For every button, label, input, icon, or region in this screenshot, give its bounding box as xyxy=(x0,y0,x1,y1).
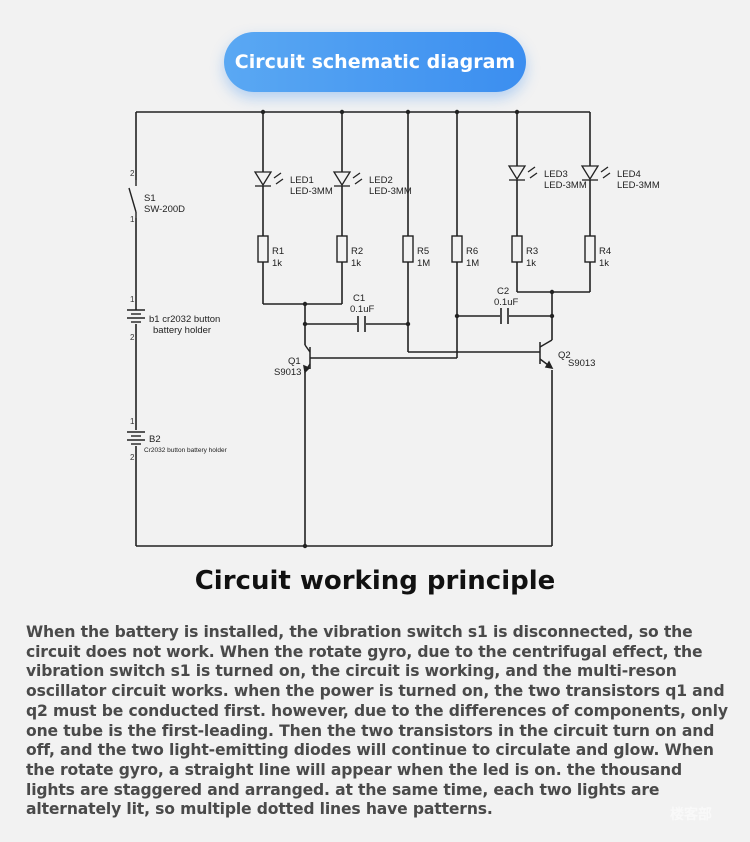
battery-b1-symbol xyxy=(127,309,145,323)
r5-value: 1M xyxy=(417,258,430,269)
transistor-q2-symbol xyxy=(539,339,554,369)
r6-symbol xyxy=(451,235,463,263)
switch-s1-symbol xyxy=(128,180,137,218)
s1-ref: S1 xyxy=(144,193,156,204)
led3-symbol xyxy=(507,165,538,181)
led2-ref: LED2 xyxy=(369,175,393,186)
c2-ref: C2 xyxy=(497,286,509,297)
led4-part: LED-3MM xyxy=(617,180,660,191)
r3-symbol xyxy=(511,235,523,263)
s1-pin-bottom: 1 xyxy=(130,215,135,224)
led1-ref: LED1 xyxy=(290,175,314,186)
r2-symbol xyxy=(336,235,348,263)
header-title: Circuit schematic diagram xyxy=(234,51,516,73)
b2-pin-top: 1 xyxy=(130,417,135,426)
b1-pin-top: 1 xyxy=(130,295,135,304)
c2-value: 0.1uF xyxy=(494,297,518,308)
b1-pin-bottom: 2 xyxy=(130,333,135,342)
led3-ref: LED3 xyxy=(544,169,568,180)
r5-ref: R5 xyxy=(417,246,429,257)
r4-symbol xyxy=(584,235,596,263)
transistor-q1-symbol xyxy=(303,344,311,374)
b1-part: battery holder xyxy=(153,325,211,336)
c1-ref: C1 xyxy=(353,293,365,304)
q1-part: S9013 xyxy=(274,367,301,378)
b2-ref: B2 xyxy=(149,434,161,445)
r1-value: 1k xyxy=(272,258,282,269)
r6-ref: R6 xyxy=(466,246,478,257)
led3-part: LED-3MM xyxy=(544,180,587,191)
led2-part: LED-3MM xyxy=(369,186,412,197)
resistor-symbols xyxy=(257,235,596,263)
battery-b2-symbol xyxy=(127,431,145,445)
q2-part: S9013 xyxy=(568,358,595,369)
b2-pin-bottom: 2 xyxy=(130,453,135,462)
led2-symbol xyxy=(332,171,363,187)
q1-ref: Q1 xyxy=(288,356,301,367)
led1-symbol xyxy=(253,171,284,187)
r1-ref: R1 xyxy=(272,246,284,257)
watermark-text: 楼客部 xyxy=(670,807,712,823)
s1-pin-top: 2 xyxy=(130,169,135,178)
s1-part: SW-200D xyxy=(144,204,185,215)
r6-value: 1M xyxy=(466,258,479,269)
junction-dots xyxy=(260,109,555,549)
r3-ref: R3 xyxy=(526,246,538,257)
header-title-badge: Circuit schematic diagram xyxy=(224,32,526,92)
r1-symbol xyxy=(257,235,269,263)
r4-ref: R4 xyxy=(599,246,611,257)
led-symbols xyxy=(253,165,611,187)
principle-title: Circuit working principle xyxy=(194,566,556,596)
led4-symbol xyxy=(580,165,611,181)
principle-body: When the battery is installed, the vibra… xyxy=(26,623,728,819)
r3-value: 1k xyxy=(526,258,536,269)
c1-value: 0.1uF xyxy=(350,304,374,315)
b2-part: Cr2032 button battery holder xyxy=(144,447,228,454)
q2-ref: Q2 xyxy=(558,350,571,361)
r5-symbol xyxy=(402,235,414,263)
r2-ref: R2 xyxy=(351,246,363,257)
r4-value: 1k xyxy=(599,258,609,269)
r2-value: 1k xyxy=(351,258,361,269)
led1-part: LED-3MM xyxy=(290,186,333,197)
capacitor-symbols xyxy=(357,308,509,332)
b1-ref: b1 cr2032 button xyxy=(149,314,220,325)
led4-ref: LED4 xyxy=(617,169,641,180)
